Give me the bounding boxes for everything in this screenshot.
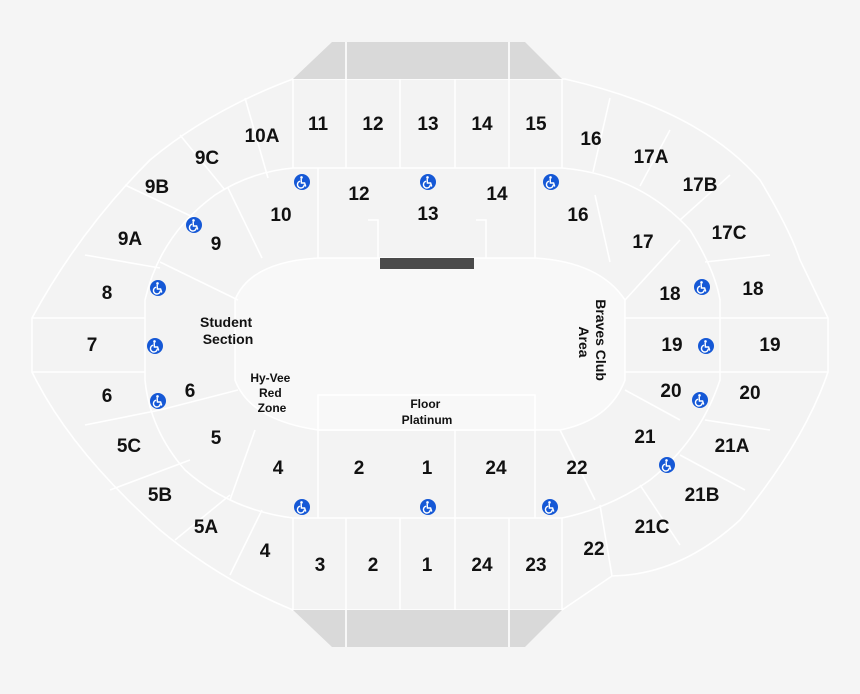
wheelchair-icon xyxy=(694,279,710,295)
section-upper-4[interactable]: 4 xyxy=(260,541,271,562)
section-upper-24[interactable]: 24 xyxy=(471,555,493,576)
section-upper-17b[interactable]: 17B xyxy=(683,175,718,196)
section-upper-6[interactable]: 6 xyxy=(102,386,113,407)
section-lower-1[interactable]: 1 xyxy=(422,458,433,479)
section-lower-19[interactable]: 19 xyxy=(661,335,682,356)
wheelchair-icon xyxy=(542,499,558,515)
section-upper-9a[interactable]: 9A xyxy=(118,229,143,250)
section-upper-19[interactable]: 19 xyxy=(759,335,780,356)
wheelchair-icon xyxy=(294,174,310,190)
section-lower-24[interactable]: 24 xyxy=(485,458,507,479)
stage-bar xyxy=(380,258,474,269)
wheelchair-icon xyxy=(294,499,310,515)
wheelchair-icon xyxy=(147,338,163,354)
section-upper-23[interactable]: 23 xyxy=(525,555,546,576)
floor-platinum-box xyxy=(317,394,536,431)
section-lower-4[interactable]: 4 xyxy=(273,458,284,479)
wheelchair-icon xyxy=(698,338,714,354)
section-upper-12[interactable]: 12 xyxy=(362,114,383,135)
section-lower-16[interactable]: 16 xyxy=(567,205,588,226)
section-lower-17[interactable]: 17 xyxy=(632,232,653,253)
section-lower-20[interactable]: 20 xyxy=(660,381,681,402)
section-upper-11[interactable]: 11 xyxy=(308,114,329,135)
section-upper-9c[interactable]: 9C xyxy=(195,148,220,169)
section-lower-6[interactable]: 6 xyxy=(185,381,196,402)
red-zone-label: Hy-Vee Red Zone xyxy=(250,371,293,415)
section-upper-5a[interactable]: 5A xyxy=(194,517,219,538)
section-lower-13[interactable]: 13 xyxy=(417,204,438,225)
section-lower-22[interactable]: 22 xyxy=(566,458,587,479)
section-lower-18[interactable]: 18 xyxy=(659,284,680,305)
braves-club-label: Braves Club Area xyxy=(576,299,609,385)
wheelchair-icon xyxy=(186,217,202,233)
section-lower-5[interactable]: 5 xyxy=(211,428,222,449)
floor-platinum-label: Floor Platinum xyxy=(402,397,453,427)
wheelchair-icon xyxy=(150,280,166,296)
section-upper-21c[interactable]: 21C xyxy=(635,517,670,538)
section-upper-17c[interactable]: 17C xyxy=(712,223,747,244)
section-lower-12[interactable]: 12 xyxy=(348,184,369,205)
concourse-ring xyxy=(144,167,721,519)
wheelchair-icon xyxy=(420,174,436,190)
top-end-block xyxy=(293,42,562,79)
section-upper-15[interactable]: 15 xyxy=(525,114,547,135)
section-lower-10[interactable]: 10 xyxy=(270,205,291,226)
section-lower-21[interactable]: 21 xyxy=(634,427,656,448)
section-upper-5b[interactable]: 5B xyxy=(148,485,172,506)
section-upper-13[interactable]: 13 xyxy=(417,114,438,135)
stage-cutouts xyxy=(368,219,487,258)
section-upper-16[interactable]: 16 xyxy=(580,129,601,150)
bottom-end-block xyxy=(293,610,562,647)
section-upper-18[interactable]: 18 xyxy=(742,279,763,300)
section-upper-14[interactable]: 14 xyxy=(471,114,493,135)
section-upper-8[interactable]: 8 xyxy=(102,283,113,304)
section-upper-21a[interactable]: 21A xyxy=(715,436,750,457)
section-upper-22[interactable]: 22 xyxy=(583,539,604,560)
section-upper-21b[interactable]: 21B xyxy=(685,485,720,506)
wheelchair-icon xyxy=(692,392,708,408)
section-upper-9b[interactable]: 9B xyxy=(145,177,169,198)
section-upper-2[interactable]: 2 xyxy=(368,555,379,576)
section-upper-5c[interactable]: 5C xyxy=(117,436,142,457)
section-lower-9[interactable]: 9 xyxy=(211,234,222,255)
section-upper-20[interactable]: 20 xyxy=(739,383,760,404)
wheelchair-icon xyxy=(150,393,166,409)
wheelchair-icon xyxy=(659,457,675,473)
section-dividers xyxy=(32,79,828,610)
section-upper-3[interactable]: 3 xyxy=(315,555,326,576)
wheelchair-icon xyxy=(420,499,436,515)
student-section-label: Student Section xyxy=(200,314,256,347)
wheelchair-icon xyxy=(543,174,559,190)
section-upper-10a[interactable]: 10A xyxy=(245,126,280,147)
section-lower-2[interactable]: 2 xyxy=(354,458,365,479)
section-upper-1[interactable]: 1 xyxy=(422,555,433,576)
section-upper-17a[interactable]: 17A xyxy=(634,147,669,168)
section-lower-14[interactable]: 14 xyxy=(486,184,508,205)
section-upper-7[interactable]: 7 xyxy=(87,335,98,356)
